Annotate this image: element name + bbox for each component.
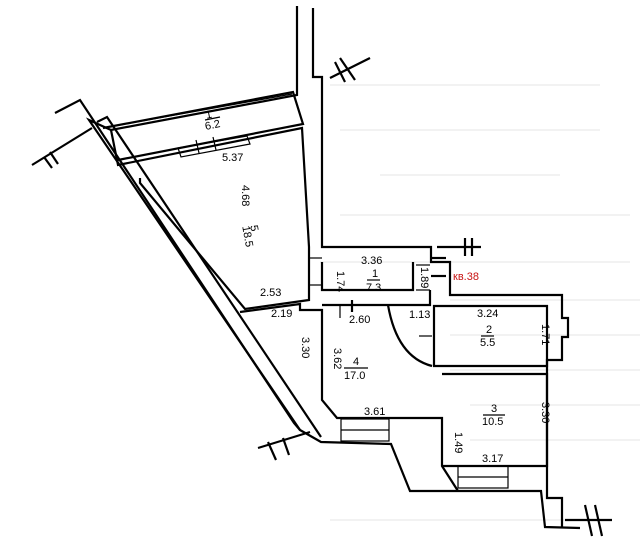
dim-3-17: 3.17 [482,453,503,465]
dim-3-30-left: 3.30 [299,337,311,358]
room-1-label: 1 7.3 [366,268,381,294]
room-1-number: 1 [372,268,378,280]
break-marker-bottom-right [565,504,612,537]
room-6-area: 6.2 [204,118,221,133]
room5-outline [109,126,311,311]
room-2-label: 2 5.5 [480,324,495,349]
break-marker-right [437,238,481,256]
background-scan-lines [320,84,640,521]
dim-3-62: 3.62 [331,348,343,369]
dim-5-37: 5.37 [222,152,243,164]
room-5-number: 5 [247,224,260,232]
room-6-label: 1 6.2 [204,109,221,133]
apartment-label: кв.38 [453,271,479,283]
room-3-number: 3 [491,403,497,415]
room-6-number: 1 [205,109,213,122]
balcony-rail [113,93,293,127]
room-1-area: 7.3 [366,282,381,294]
window-room3 [457,465,509,489]
dim-3-36: 3.36 [361,255,382,267]
room-4-label: 4 17.0 [344,356,368,382]
window-room4 [340,418,390,442]
dim-1-89: 1.89 [418,267,430,288]
dim-4-68: 4.68 [239,185,251,206]
dim-1-49: 1.49 [452,432,464,453]
room1-outline [320,262,432,307]
room2-outline [432,304,549,368]
dimension-labels: 5.37 4.68 2.53 3.36 1.89 1.74 2.19 2.60 … [222,152,551,465]
room-5-area: 18.5 [239,225,255,248]
room4-outline [239,302,459,492]
room-2-number: 2 [486,324,492,336]
wall-ticks-hallway [350,256,446,312]
dim-3-24: 3.24 [477,308,498,320]
dim-1-74: 1.74 [334,271,346,292]
room-4-number: 4 [353,356,359,368]
break-marker-left [31,127,93,169]
dim-2-19: 2.19 [271,308,292,320]
break-marker-bottom-left [257,430,311,461]
room-3-area: 10.5 [482,416,503,428]
dim-2-53: 2.53 [260,287,281,299]
dim-1-71: 1.71 [539,324,551,345]
room-5-label: 5 18.5 [239,224,260,248]
break-marker-top [329,57,371,83]
outer-wall [85,6,581,530]
room-4-area: 17.0 [344,370,365,382]
dim-3-61: 3.61 [364,406,385,418]
dim-2-60: 2.60 [349,314,370,326]
window-room5 [177,135,251,158]
door-arc [386,304,433,368]
room-3-label: 3 10.5 [482,403,505,428]
diagonal-wall-outer [54,98,301,431]
dim-3-30-right: 3.30 [539,402,551,423]
room-2-area: 5.5 [480,337,495,349]
dim-1-13: 1.13 [409,309,430,321]
diagonal-wall-inner [96,115,322,438]
wall-ticks [309,257,430,318]
